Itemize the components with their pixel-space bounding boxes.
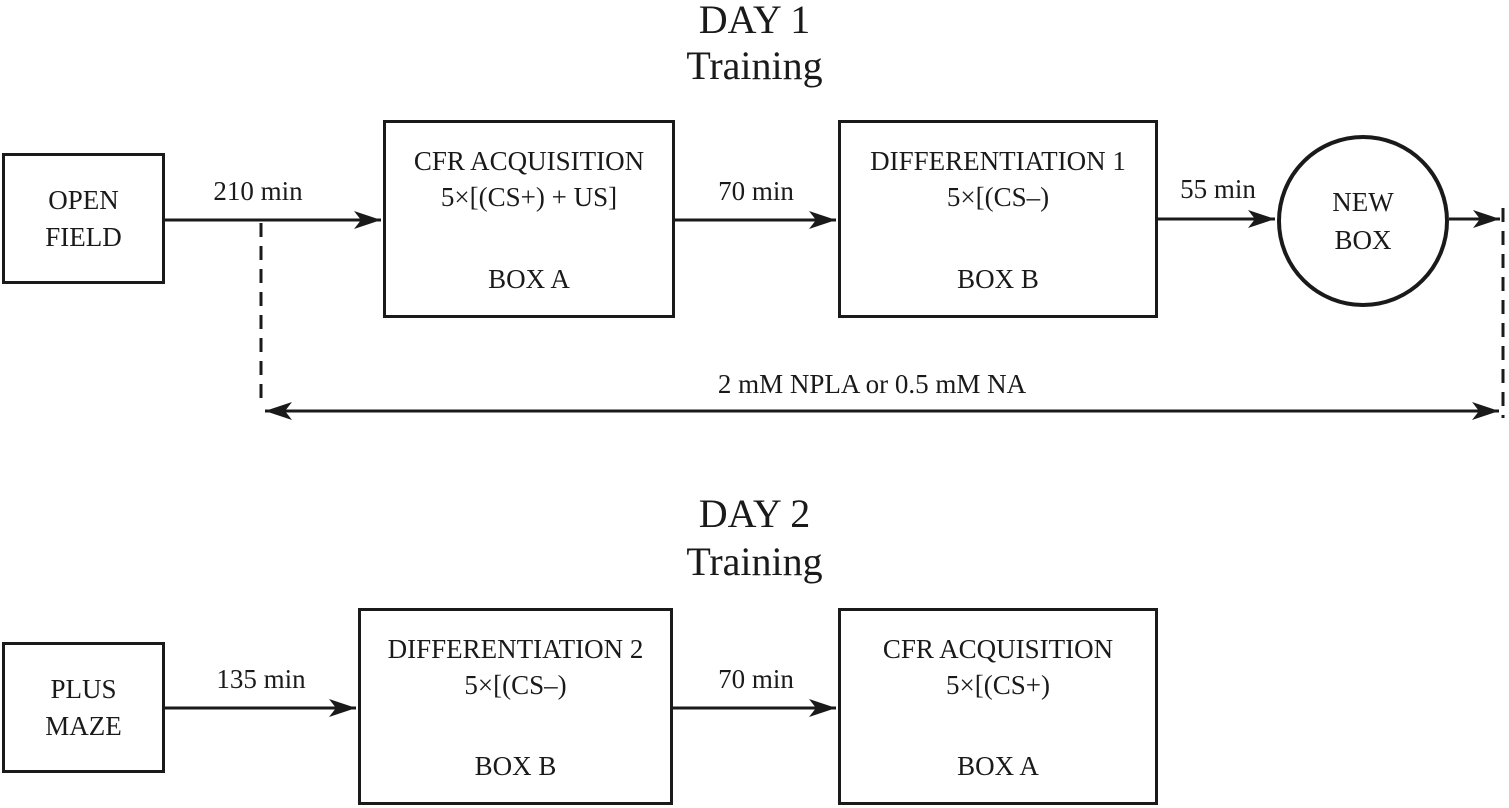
new-box-line2: BOX bbox=[1334, 225, 1392, 255]
day1-cfr-formula: 5×[(CS+) + US] bbox=[440, 182, 618, 212]
day2-diff-title: DIFFERENTIATION 2 bbox=[387, 634, 644, 664]
day2-differentiation-box: DIFFERENTIATION 2 5×[(CS–) BOX B bbox=[358, 608, 673, 805]
day2-title: DAY 2 bbox=[698, 491, 811, 536]
day1-arrow2-label: 70 min bbox=[718, 176, 794, 206]
day1-arrow3-label: 55 min bbox=[1180, 174, 1256, 204]
day2-arrow1-label: 135 min bbox=[216, 664, 306, 694]
day2-subtitle: Training bbox=[686, 539, 823, 584]
open-field-line1: OPEN bbox=[48, 184, 119, 215]
day1-cfr-location: BOX A bbox=[488, 264, 570, 294]
day1-cfr-title: CFR ACQUISITION bbox=[413, 146, 645, 176]
day2-cfr-title: CFR ACQUISITION bbox=[882, 634, 1114, 664]
open-field-line2: FIELD bbox=[45, 221, 122, 252]
day2-diff-location: BOX B bbox=[474, 751, 557, 781]
day2-arrow2-label: 70 min bbox=[718, 664, 794, 694]
plus-maze-box: PLUS MAZE bbox=[2, 642, 165, 773]
plus-maze-line1: PLUS bbox=[50, 673, 117, 704]
day1-differentiation-box: DIFFERENTIATION 1 5×[(CS–) BOX B bbox=[838, 120, 1158, 318]
plus-maze-line2: MAZE bbox=[45, 710, 122, 741]
day1-title: DAY 1 bbox=[698, 0, 811, 42]
open-field-box: OPEN FIELD bbox=[2, 153, 165, 284]
day2-cfr-formula: 5×[(CS+) bbox=[946, 670, 1050, 700]
day1-subtitle: Training bbox=[686, 43, 823, 88]
drug-interval-label: 2 mM NPLA or 0.5 mM NA bbox=[717, 369, 1027, 399]
new-box-line1: NEW bbox=[1332, 187, 1394, 217]
day1-cfr-acquisition-box: CFR ACQUISITION 5×[(CS+) + US] BOX A bbox=[383, 120, 675, 318]
day1-arrow1-label: 210 min bbox=[213, 176, 303, 206]
day2-cfr-acquisition-box: CFR ACQUISITION 5×[(CS+) BOX A bbox=[838, 608, 1158, 805]
day1-diff-location: BOX B bbox=[957, 264, 1039, 294]
day1-diff-title: DIFFERENTIATION 1 bbox=[870, 146, 1126, 176]
new-box-circle: NEW BOX bbox=[1277, 135, 1449, 307]
day2-diff-formula: 5×[(CS–) bbox=[464, 670, 567, 700]
day2-cfr-location: BOX A bbox=[957, 751, 1039, 781]
day1-diff-formula: 5×[(CS–) bbox=[946, 182, 1050, 212]
